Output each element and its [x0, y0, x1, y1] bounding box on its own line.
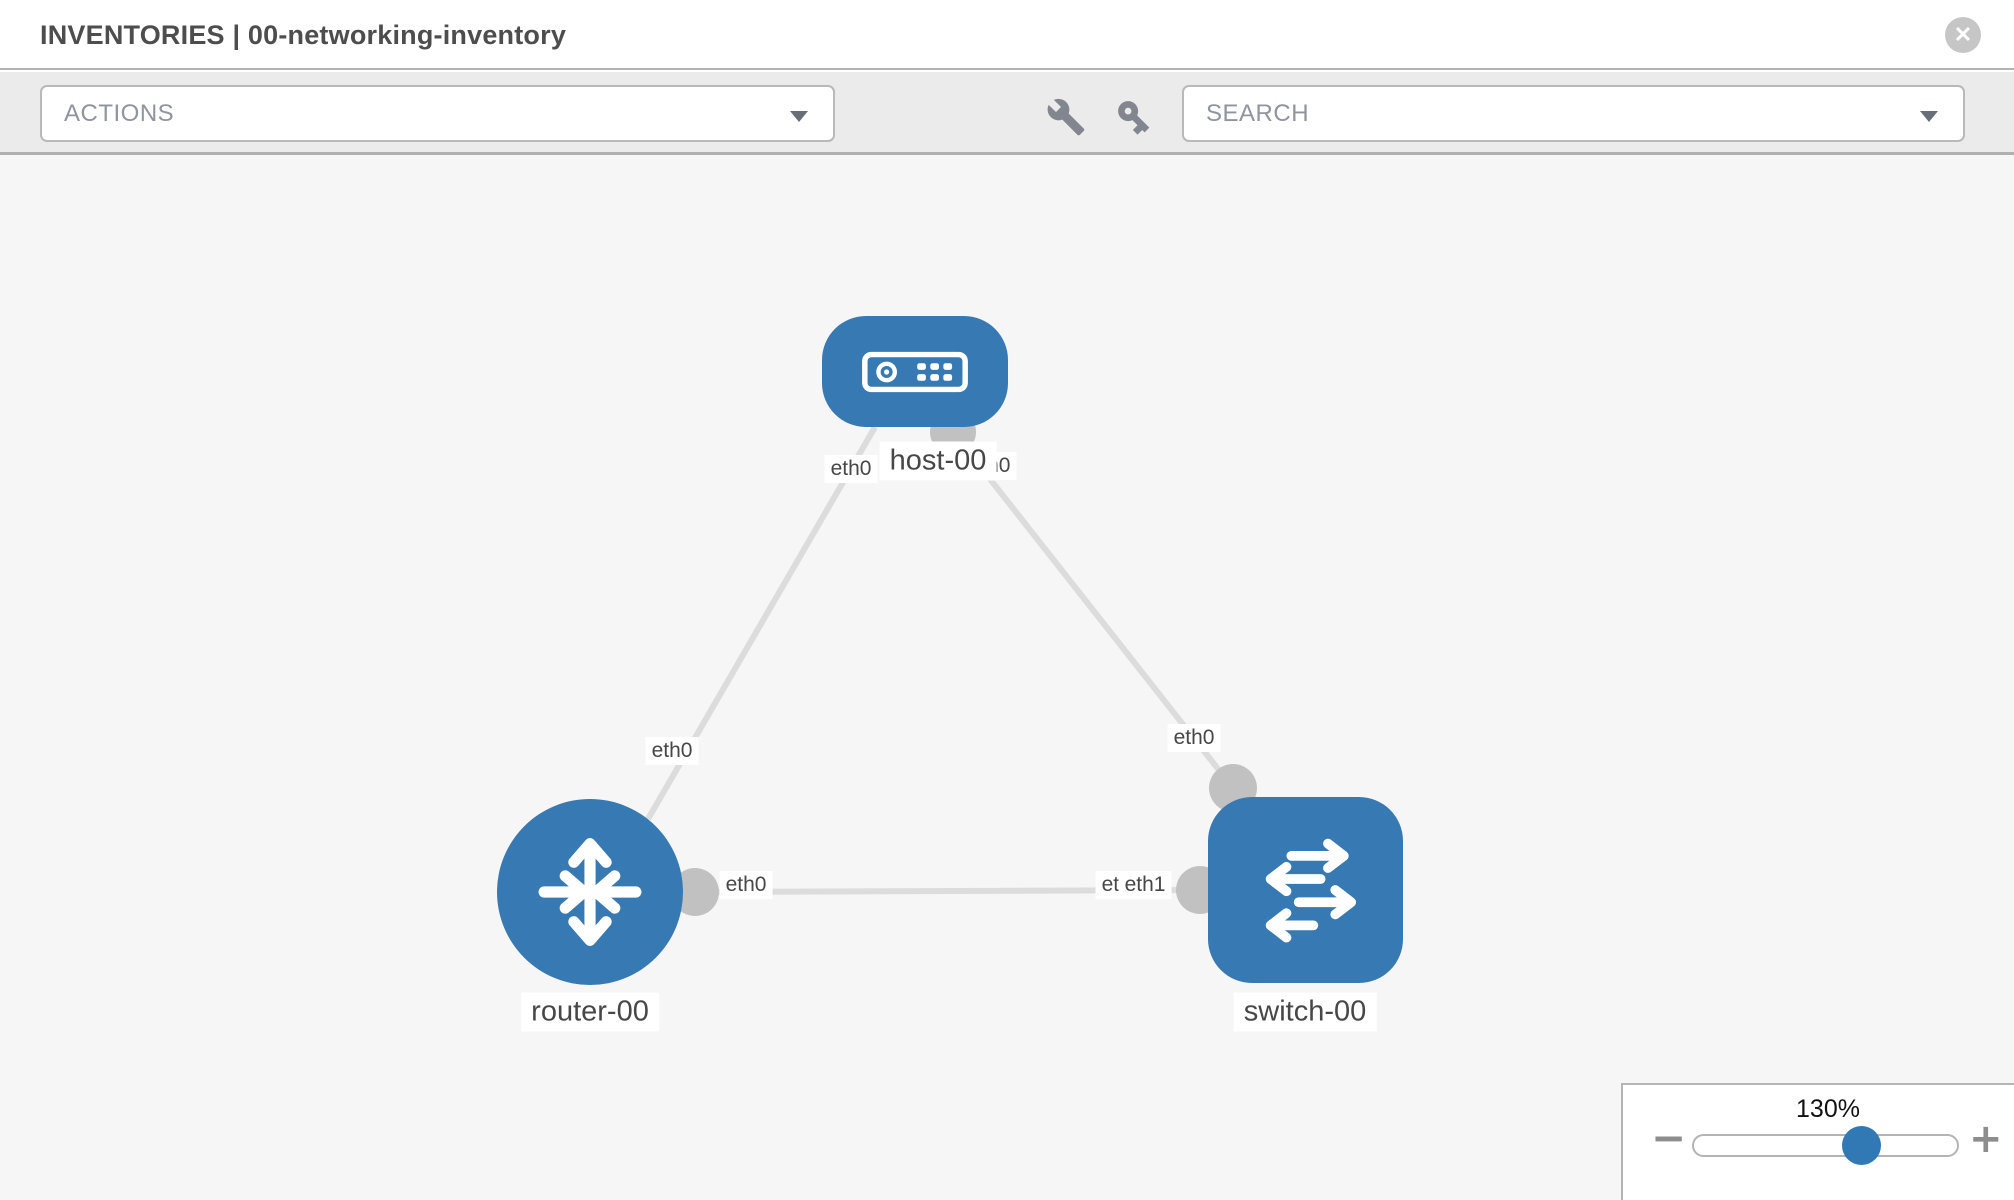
node-router-00[interactable]	[497, 799, 683, 985]
search-dropdown[interactable]: SEARCH	[1182, 85, 1965, 142]
zoom-slider-track[interactable]	[1692, 1134, 1959, 1157]
router-icon	[538, 838, 642, 946]
iface-label: eth1	[1118, 871, 1172, 899]
iface-label: eth0	[824, 455, 878, 483]
node-host-00[interactable]	[822, 316, 1008, 427]
zoom-slider-knob[interactable]	[1842, 1126, 1881, 1165]
actions-dropdown-label: ACTIONS	[64, 100, 175, 127]
topology-links	[645, 425, 1236, 895]
key-icon[interactable]	[1114, 97, 1154, 137]
node-label-router: router-00	[521, 992, 659, 1032]
chevron-down-icon	[790, 111, 808, 122]
iface-label: eth0	[645, 737, 699, 765]
plus-icon[interactable]: +	[1969, 1116, 2003, 1162]
iface-label: eth0	[719, 871, 773, 899]
search-dropdown-placeholder: SEARCH	[1206, 100, 1310, 127]
zoom-control-panel: 130% − +	[1621, 1083, 2014, 1200]
toolbar: ACTIONS SEARCH	[0, 72, 2014, 155]
node-switch-00[interactable]	[1208, 797, 1403, 983]
iface-label: eth0	[1167, 724, 1221, 752]
wrench-icon[interactable]	[1046, 97, 1086, 137]
chevron-down-icon	[1920, 111, 1938, 122]
header: INVENTORIES | 00-networking-inventory ✕	[0, 0, 2014, 70]
host-icon	[862, 351, 968, 392]
actions-dropdown[interactable]: ACTIONS	[40, 85, 835, 142]
node-label-switch: switch-00	[1233, 992, 1377, 1032]
minus-icon[interactable]: −	[1651, 1113, 1687, 1162]
topology-canvas[interactable]: eth0 eth0 eth0 eth0 eth0 eth1 eth1 host-…	[0, 155, 2014, 1200]
close-icon[interactable]: ✕	[1945, 17, 1981, 53]
zoom-level-value: 130%	[1796, 1095, 1860, 1123]
switch-icon	[1265, 838, 1356, 943]
page-title: INVENTORIES | 00-networking-inventory	[40, 20, 567, 50]
node-label-host: host-00	[879, 441, 997, 481]
